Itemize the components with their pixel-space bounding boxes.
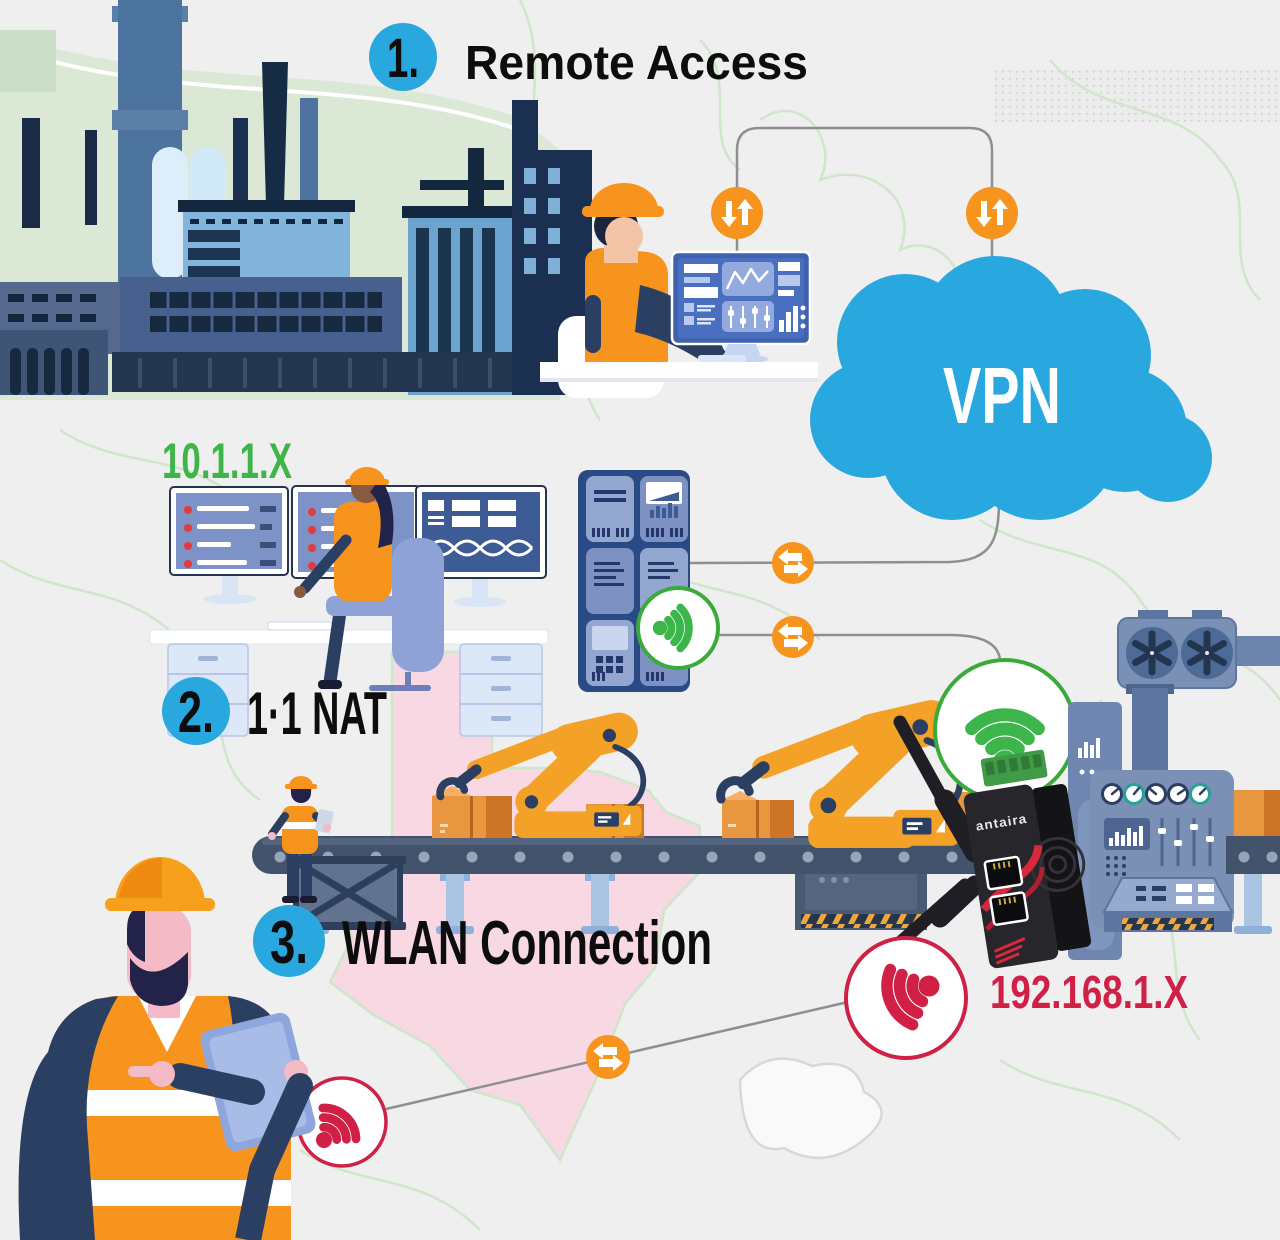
plant-desk — [149, 629, 549, 645]
beard — [130, 952, 188, 1006]
line-vpn-to-rack — [687, 499, 1001, 565]
plant-operator-scene: 10.1.1.X — [149, 433, 549, 737]
swap-arrows-icon — [586, 1035, 630, 1079]
fan-icon — [1181, 627, 1233, 679]
server-rack — [578, 470, 720, 692]
map-region-patch — [0, 30, 56, 92]
plant-operator — [294, 467, 444, 691]
line-monitor-to-vpn — [735, 126, 994, 268]
ethernet-ports — [983, 855, 1029, 926]
section-2-badge — [162, 677, 230, 745]
cloud-icon — [810, 256, 1212, 520]
vest — [585, 248, 668, 380]
swap-arrows-icon — [772, 616, 814, 658]
fan-icon — [1126, 627, 1178, 679]
section-2-number: 2. — [178, 680, 214, 745]
updown-arrows-icon — [711, 187, 763, 239]
plant-subnet-label: 10.1.1.X — [162, 433, 292, 489]
updown-arrows-icon — [966, 187, 1018, 239]
section-1-title: 1. Remote Access — [369, 23, 808, 91]
wireless-router: antaira — [871, 715, 1092, 969]
cardboard-box — [722, 791, 794, 838]
section-1-label: Remote Access — [465, 37, 808, 90]
section-3-title: 3. WLAN Connection — [253, 905, 712, 978]
factory-illustration — [0, 0, 592, 395]
conveyor-right-segment — [1226, 790, 1280, 934]
line-supervisor — [268, 776, 334, 903]
control-machine — [1090, 610, 1280, 932]
sleeve — [18, 996, 118, 1240]
monitor-1 — [169, 486, 289, 604]
section-1-number: 1. — [387, 26, 419, 89]
section-2-label: 1·1 NAT — [247, 680, 387, 747]
wifi-icon — [636, 586, 720, 670]
section-2-title: 2. 1·1 NAT — [162, 677, 387, 747]
section-3-badge — [253, 905, 325, 977]
section-3-number: 3. — [270, 909, 308, 976]
remote-operator-scene — [540, 183, 818, 398]
desk — [540, 362, 818, 378]
wifi-icon — [844, 936, 968, 1060]
vpn-cloud: VPN — [810, 256, 1212, 520]
hard-hat — [590, 183, 658, 210]
cardboard-box — [432, 786, 512, 838]
swap-arrows-icon — [772, 542, 814, 584]
vpn-label: VPN — [943, 351, 1061, 440]
section-1-badge — [369, 23, 437, 91]
dotted-texture — [995, 70, 1280, 122]
connection-lines — [385, 126, 1002, 1111]
wlan-subnet-label: 192.168.1.X — [990, 966, 1188, 1018]
file-cabinet — [459, 643, 543, 737]
line-rack-to-wlan — [688, 633, 1002, 661]
gauges — [1101, 783, 1211, 805]
metal-crate — [290, 856, 406, 930]
tablet-worker — [18, 857, 316, 1240]
section-3-label: WLAN Connection — [342, 909, 712, 978]
dashboard-widgets — [684, 262, 806, 332]
